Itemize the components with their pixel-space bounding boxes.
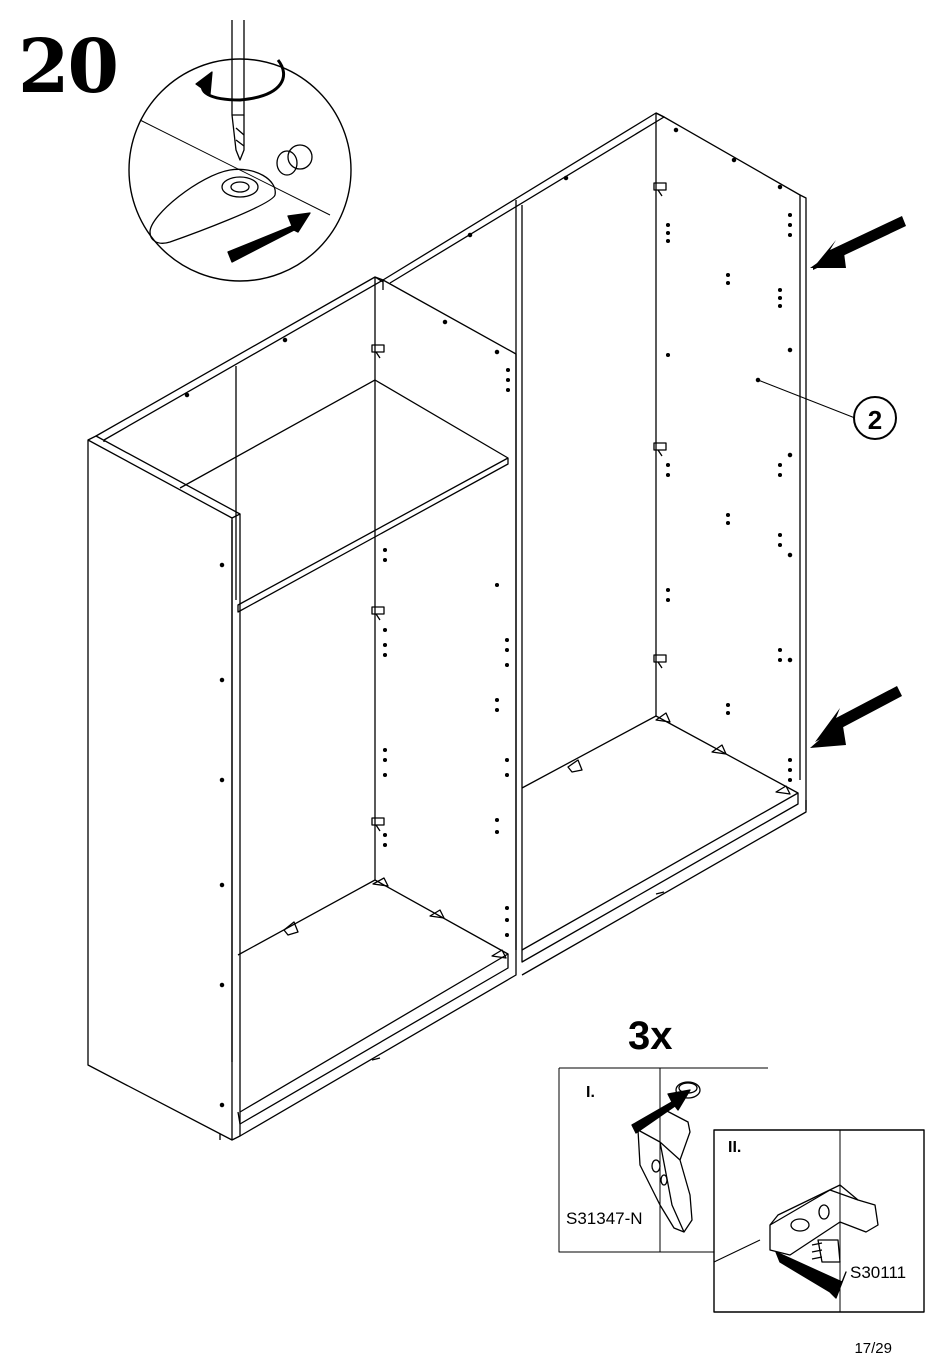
part-number-callout: 2 (853, 396, 897, 440)
direction-arrows (810, 216, 906, 748)
left-cabinet (88, 277, 516, 1140)
panel-two-label: II. (728, 1140, 741, 1156)
step-number: 20 (18, 30, 117, 104)
panel-two-part-code: S30111 (850, 1264, 906, 1281)
right-cabinet (383, 113, 855, 975)
quantity-label: 3x (628, 1016, 673, 1056)
screwdriver-detail (129, 20, 351, 281)
detail-panel-two (714, 1130, 924, 1312)
page-number: 17/29 (854, 1341, 892, 1356)
panel-one-part-code: S31347-N (566, 1210, 643, 1227)
panel-one-label: I. (586, 1085, 595, 1101)
